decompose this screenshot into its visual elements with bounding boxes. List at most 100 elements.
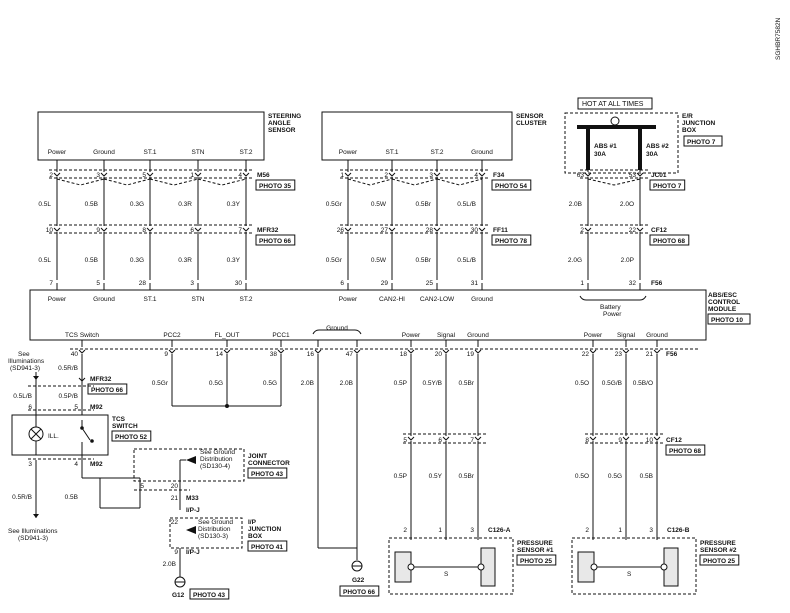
module-bottom-label: Power <box>402 332 421 339</box>
module-bottom-num: 21 <box>646 351 654 358</box>
junction-conn2: CF12 <box>651 227 667 234</box>
steering-conn: M56 <box>257 172 270 179</box>
sensor-wire2-label: 0.5Br <box>415 257 431 264</box>
steering-shield <box>103 178 151 186</box>
module-bottom-num: 18 <box>400 351 408 358</box>
g12-photo-box <box>189 588 230 600</box>
m33-conn: M33 <box>186 495 199 502</box>
ps1-wire-a-label: 0.5Br <box>458 380 474 387</box>
steering-wire1-label: 0.5L <box>38 201 51 208</box>
wire-05lb: 0.5L/B <box>13 393 32 400</box>
module-photo-box <box>707 313 751 325</box>
module-bottom-pin <box>407 349 415 354</box>
mfr32-pin <box>78 377 86 382</box>
tcs-switch-box <box>11 414 109 456</box>
junction-conn: JC01 <box>651 172 667 179</box>
jc-see-3: (SD130-4) <box>200 463 230 470</box>
ps1-node-left <box>407 563 415 571</box>
jc-photo: PHOTO 43 <box>251 471 283 478</box>
er-junction-box <box>564 112 679 174</box>
ps1-cf12-pin <box>474 436 482 441</box>
switch-contact-a <box>80 426 84 430</box>
steering-pin-label: ST.1 <box>143 149 156 156</box>
ps1-photo: PHOTO 25 <box>520 558 552 565</box>
sensor-wire1-label: 0.5W <box>371 201 387 208</box>
ps2-title-2: SENSOR #2 <box>700 547 737 554</box>
ip-junction-box <box>169 517 243 549</box>
ps1-wire-b-label: 0.5Br <box>458 473 474 480</box>
module-bottom-num: 20 <box>435 351 443 358</box>
mfr32-conn: MFR32 <box>90 376 112 383</box>
see-illum-bot-1: See Illuminations <box>8 528 58 535</box>
steering-title-3: SENSOR <box>268 127 296 134</box>
sensor-conn2: FF11 <box>493 227 508 234</box>
sensor-bot-num: 6 <box>340 280 344 287</box>
ip-num-9: 9 <box>174 549 178 556</box>
steering-top-num: 5 <box>142 172 146 179</box>
illum-arrow-top <box>33 376 39 380</box>
sensor-wire2-label: 0.5Gr <box>326 257 343 264</box>
ps2-wire-a-label: 0.5G/B <box>602 380 622 387</box>
module-bottom-conn: F56 <box>666 351 678 358</box>
ps1-cf12-num: 6 <box>438 437 442 444</box>
module-bottom-num: 23 <box>615 351 623 358</box>
sensor-top-num: 2 <box>384 172 388 179</box>
sensor-pin-label: ST.1 <box>385 149 398 156</box>
m33-num-21: 21 <box>171 495 179 502</box>
fuse-1-label: ABS #1 <box>594 143 617 150</box>
see-illum-top-2: Illuminations <box>8 358 45 365</box>
module-bottom-label: Ground <box>326 325 348 332</box>
steering-photo: PHOTO 35 <box>259 183 291 190</box>
sensor-top-pin <box>344 172 352 177</box>
steering-title-1: STEERING <box>268 113 301 120</box>
ps2-wire-b-label: 0.5G <box>608 473 622 480</box>
module-bottom-pin <box>474 349 482 354</box>
jc-title-2: CONNECTOR <box>248 460 290 467</box>
module-bottom-label: TCS Switch <box>65 332 99 339</box>
steering-pin-label: Ground <box>93 149 115 156</box>
steering-top-num: 4 <box>238 172 242 179</box>
module-bottom-num: 16 <box>307 351 315 358</box>
module-top-label: STN <box>192 296 205 303</box>
ip-photo-box <box>247 540 288 552</box>
illumination-label: ILL. <box>48 433 59 440</box>
ps2-title-1: PRESSURE <box>700 540 736 547</box>
cf12-lower-conn: CF12 <box>666 437 682 444</box>
tcs-photo-box <box>111 430 152 442</box>
module-top-label: Ground <box>471 296 493 303</box>
steering-bot-num: 5 <box>96 280 100 287</box>
tcs-photo: PHOTO 52 <box>115 434 147 441</box>
steering-pin-label: STN <box>192 149 205 156</box>
module-bottom-label: PCC1 <box>272 332 290 339</box>
wire-05pb: 0.5P/B <box>58 393 78 400</box>
ps1-cf12-num: 7 <box>470 437 474 444</box>
sensor-wire1-label: 0.5Gr <box>326 201 343 208</box>
junction-wire2-label: 2.0G <box>568 257 582 264</box>
module-bottom-num: 22 <box>582 351 590 358</box>
junction-top-num: 63 <box>577 172 585 179</box>
module-bottom-num: 38 <box>270 351 278 358</box>
steering-top-num: 2 <box>49 172 53 179</box>
module-bottom-label: Power <box>584 332 603 339</box>
tcs-pin-4: 4 <box>74 461 78 468</box>
sensor-top-num: 1 <box>340 172 344 179</box>
steering-shield <box>197 178 247 186</box>
g22-photo-box <box>339 585 380 597</box>
module-bottom-label: Ground <box>646 332 668 339</box>
sensor-photo: PHOTO 54 <box>495 183 527 190</box>
junction-title-2: JUNCTION <box>682 120 716 127</box>
module-bottom-pin <box>653 349 661 354</box>
sensor-conn: F34 <box>493 172 505 179</box>
steering-photo2: PHOTO 66 <box>259 238 291 245</box>
g22-label: G22 <box>352 577 365 584</box>
wire-05b: 0.5B <box>65 494 78 501</box>
junction-title-3: BOX <box>682 127 697 134</box>
ps1-wire-a-label: 0.5Y/B <box>422 380 442 387</box>
sensor-mid-num: 30 <box>471 227 479 234</box>
ps1-wire-a-label: 0.5P <box>394 380 407 387</box>
jc-see-2: Distribution <box>200 456 233 463</box>
sensor-cluster-box <box>321 111 513 161</box>
module-bottom-pin <box>78 349 86 354</box>
junction-photo-box <box>649 179 686 191</box>
